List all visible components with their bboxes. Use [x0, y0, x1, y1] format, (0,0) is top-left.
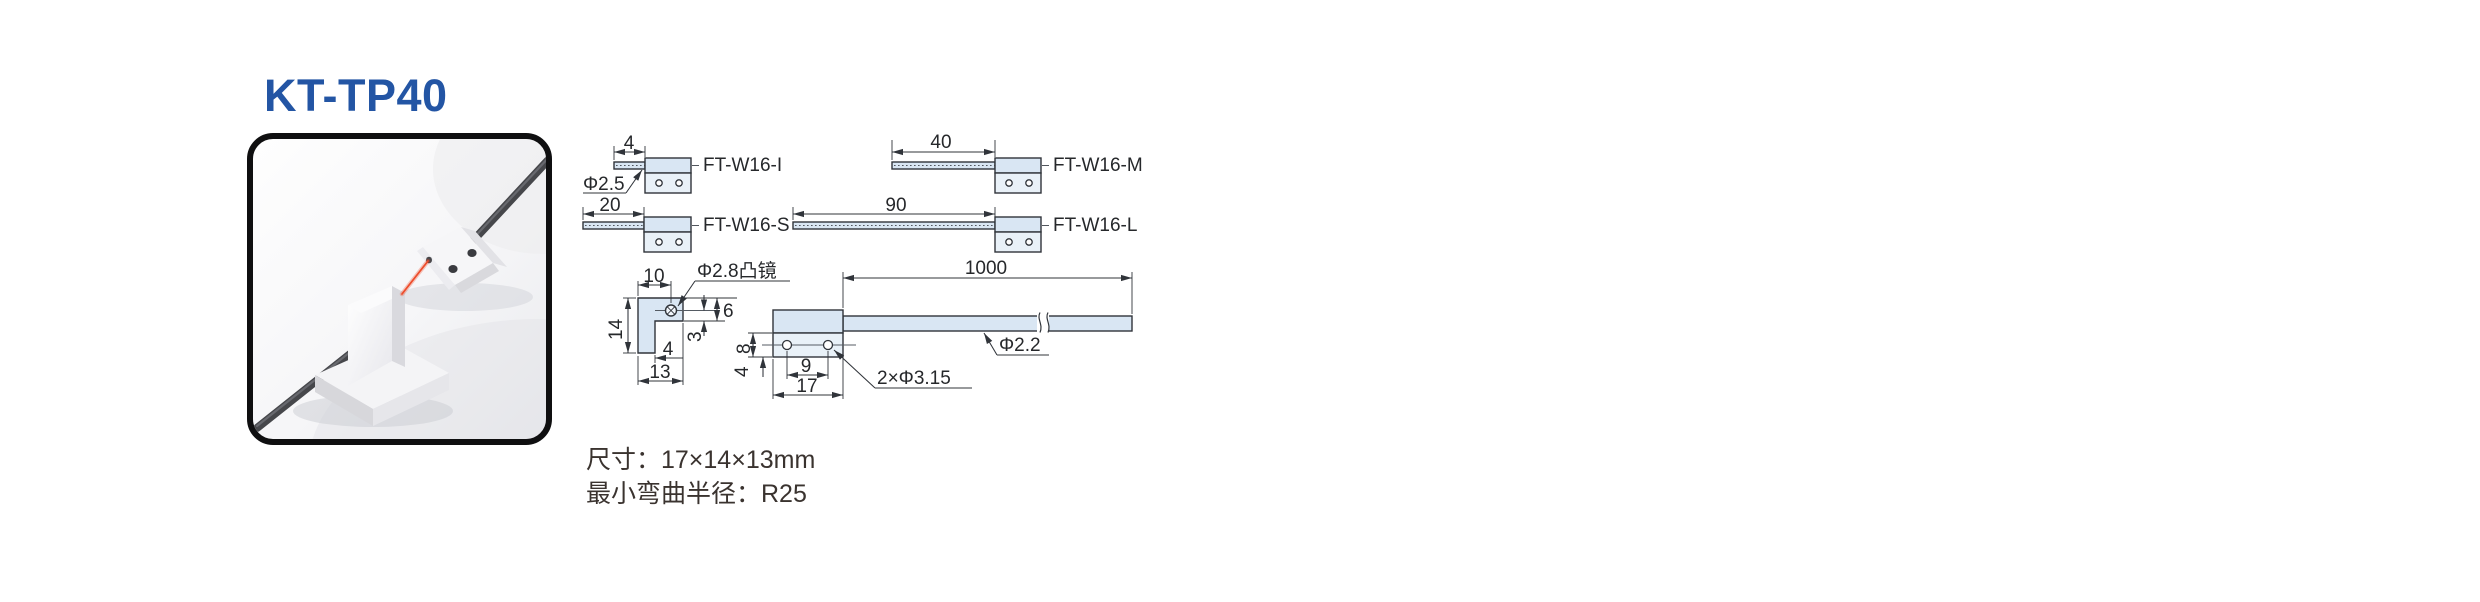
spec-bend-radius: 最小弯曲半径：R25	[586, 480, 807, 508]
mount-hole	[822, 339, 834, 351]
body-upper-l	[994, 216, 1042, 233]
dim-side-height: 14	[606, 318, 627, 340]
dim-side-leg: 4	[663, 339, 674, 360]
mount-hole	[655, 238, 663, 246]
dim-side-top-thickness: 6	[723, 301, 734, 322]
dim-cable-length: 1000	[965, 258, 1007, 279]
laser-beam	[399, 258, 431, 297]
fiber-holder-left	[315, 286, 449, 426]
variant-label-i: FT-W16-I	[703, 155, 782, 176]
tip-diameter-callout: Φ2.5	[583, 174, 625, 195]
fiber-cable-right	[465, 156, 546, 249]
product-model-title: KT-TP40	[264, 70, 448, 121]
mount-hole	[467, 249, 477, 257]
variant-label-s: FT-W16-S	[703, 215, 790, 236]
spec-text-block: 尺寸：17×14×13mm 最小弯曲半径：R25	[586, 443, 815, 511]
mount-hole	[781, 339, 793, 351]
mount-hole	[1025, 179, 1033, 187]
mount-hole	[675, 238, 683, 246]
dimension-drawing: 4 FT-W16-I Φ2.5 40 FT-W16-M	[582, 132, 1143, 399]
dim-hole-pitch: 9	[801, 356, 812, 377]
variant-row-m: 40 FT-W16-M	[891, 132, 1143, 194]
variant-row-s: 20 FT-W16-S	[582, 195, 790, 253]
fiber-cable-drawn	[842, 315, 1133, 332]
body-upper-m	[994, 157, 1042, 174]
variant-row-i: 4 FT-W16-I Φ2.5	[583, 133, 782, 195]
dim-side-top-width: 10	[643, 266, 664, 287]
dim-lens-step: 3	[685, 331, 706, 342]
body-upper-s	[643, 216, 692, 233]
dim-tip-length-m: 40	[930, 132, 951, 153]
body-lower-l	[994, 231, 1042, 253]
lens-callout: Φ2.8凸镜	[697, 260, 777, 282]
mount-hole	[1025, 238, 1033, 246]
mount-hole	[675, 179, 683, 187]
dim-tip-length-s: 20	[599, 195, 620, 216]
body-upper-i	[644, 157, 692, 174]
variant-label-m: FT-W16-M	[1053, 155, 1143, 176]
body-lower-m	[994, 172, 1042, 194]
front-body-upper	[772, 309, 844, 334]
dim-front-lower-height: 8	[734, 343, 755, 354]
fiber-holder-right	[417, 227, 507, 293]
product-photo	[247, 133, 552, 445]
mount-hole	[448, 265, 458, 273]
dim-front-width: 17	[796, 376, 817, 397]
variant-row-l: 90 FT-W16-L	[792, 195, 1137, 253]
dim-hole-bottom-offset: 4	[732, 366, 753, 377]
photo-corner-shade-2	[433, 139, 546, 254]
mount-hole	[655, 179, 663, 187]
front-view: 8 4 9 17 2×Φ3.15 1000 Φ2.2	[732, 258, 1133, 399]
variant-label-l: FT-W16-L	[1053, 215, 1137, 236]
mount-hole	[1005, 238, 1013, 246]
block-shadow-right	[397, 283, 533, 311]
mount-hole	[1005, 179, 1013, 187]
spec-size: 尺寸：17×14×13mm	[586, 446, 816, 474]
side-view: 10 14 6 3 4 13 Φ2.8凸镜	[606, 260, 790, 385]
body-lower-i	[644, 172, 692, 194]
side-view-body	[637, 297, 684, 354]
product-photo-image	[253, 139, 546, 439]
body-lower-s	[643, 231, 692, 253]
dim-tip-length-l: 90	[885, 195, 906, 216]
holes-callout: 2×Φ3.15	[877, 368, 951, 389]
dim-side-bottom-width: 13	[649, 362, 670, 383]
dim-tip-length-i: 4	[624, 133, 635, 154]
cable-diameter-callout: Φ2.2	[999, 335, 1041, 356]
